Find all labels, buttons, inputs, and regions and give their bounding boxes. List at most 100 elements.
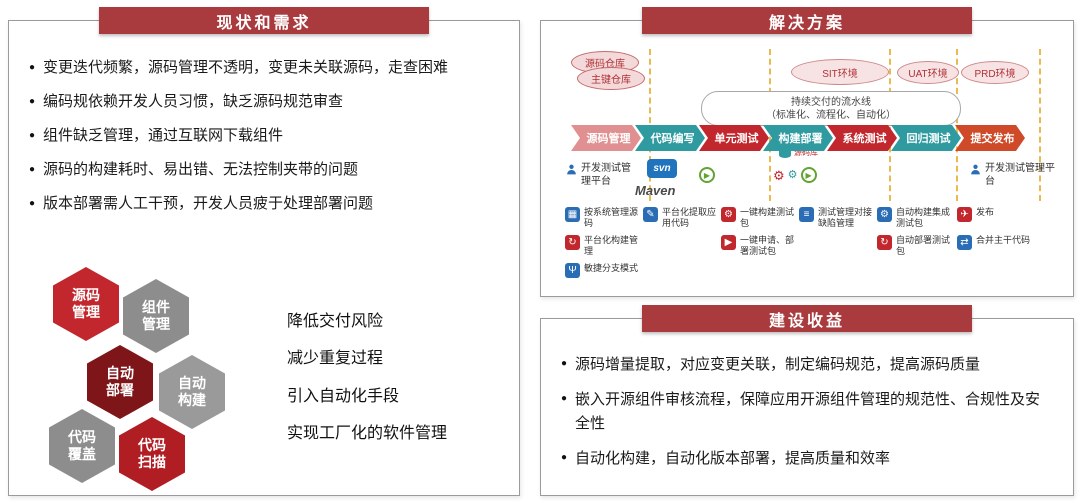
feature-platform-build-management: ↻ 平台化构建管理	[565, 235, 643, 258]
feature-auto-deploy-test-pkg: ↻ 自动部署测试包	[877, 235, 955, 258]
feature-label: 测试管理对接缺陷管理	[818, 207, 873, 229]
module-icon: ≡	[799, 207, 814, 222]
dev-test-platform-right: 开发测试管理平台	[969, 163, 1055, 188]
feature-label: 一键申请、部署测试包	[740, 235, 795, 257]
feature-label: 自动部署测试包	[896, 235, 951, 257]
play-icon: ▶	[699, 167, 715, 183]
list-item: ● 嵌入开源组件审核流程，保障应用开源组件管理的规范性、合规性及安全性	[561, 388, 1055, 435]
feature-label: 发布	[976, 207, 995, 217]
feature-test-defect-management: ≡ 测试管理对接缺陷管理	[799, 207, 877, 230]
module-icon: ↻	[877, 235, 892, 250]
module-icon: ▦	[565, 207, 580, 222]
svn-logo: svn	[647, 159, 677, 178]
goals-list: 降低交付风险 减少重复过程 引入自动化手段 实现工厂化的软件管理	[287, 311, 447, 461]
hexagon-component-management: 组件管理	[123, 279, 189, 353]
goal-text: 实现工厂化的软件管理	[287, 425, 448, 443]
goal-text: 减少重复过程	[287, 350, 384, 368]
prd-env-oval: PRD环境	[961, 61, 1029, 84]
status-needs-title: 现状和需求	[99, 7, 429, 34]
sit-env-oval: SIT环境	[791, 59, 889, 85]
stage-label: 代码编写	[650, 133, 695, 145]
bullet-text: 自动化构建，自动化版本部署，提高质量和效率	[575, 449, 891, 467]
feature-label: 合并主干代码	[976, 235, 1031, 245]
banner-line1: 持续交付的流水线	[791, 96, 871, 108]
list-item: ● 编码规依赖开发人员习惯，缺乏源码规范审查	[29, 91, 505, 112]
stage-coding: 代码编写	[635, 125, 705, 151]
module-icon: ✎	[643, 207, 658, 222]
module-icon: Ψ	[565, 263, 580, 278]
feature-label: 平台化提取应用代码	[662, 207, 717, 229]
solution-panel: 解决方案 源码仓库 主键仓库 SIT环境 UAT环境 PRD环境 持续交付的流水…	[540, 7, 1074, 297]
stage-regression-test: 回归测试	[891, 125, 961, 151]
hexagon-label: 自动部署	[106, 364, 134, 399]
bullet-icon: ●	[29, 164, 36, 175]
bullet-icon: ●	[29, 62, 36, 73]
list-item: ● 源码增量提取，对应变更关联，制定编码规范，提高源码质量	[561, 353, 1055, 376]
stage-label: 构建部署	[778, 133, 823, 145]
hexagon-label: 自动构建	[178, 374, 206, 409]
hexagon-label: 代码扫描	[138, 436, 166, 471]
goal-text: 引入自动化手段	[287, 387, 400, 405]
feature-label: 自动构建集成测试包	[896, 207, 951, 229]
status-needs-panel: 现状和需求 ● 变更迭代频繁，源码管理不透明，变更未关联源码，走查困难 ● 编码…	[8, 7, 520, 496]
bullet-icon: ●	[561, 393, 568, 405]
hexagon-label: 组件管理	[142, 298, 170, 333]
list-item: ● 变更迭代频繁，源码管理不透明，变更未关联源码，走查困难	[29, 57, 505, 78]
trunk-repo-oval: 主键仓库	[577, 67, 645, 90]
stage-separator-line	[1039, 49, 1041, 201]
gear-icon: ⚙	[787, 168, 798, 181]
module-icon: ⇄	[957, 235, 972, 250]
uat-env-oval: UAT环境	[897, 61, 959, 84]
stage-source-management: 源码管理	[571, 125, 641, 151]
bullet-text: 版本部署需人工干预，开发人员疲于处理部署问题	[43, 195, 374, 212]
list-item: ● 版本部署需人工干预，开发人员疲于处理部署问题	[29, 193, 505, 214]
bullet-text: 组件缺乏管理，通过互联网下载组件	[43, 127, 284, 144]
person-icon	[971, 164, 980, 175]
hexagon-code-coverage: 代码覆盖	[49, 409, 115, 483]
source-lib-label: 源码库	[794, 148, 818, 157]
database-icon	[779, 147, 791, 158]
feature-label: 按系统管理源码	[584, 207, 639, 229]
solution-title: 解决方案	[642, 7, 972, 34]
stage-build-deploy: 构建部署	[763, 125, 833, 151]
maven-logo: Maven	[635, 183, 676, 198]
bullet-icon: ●	[561, 451, 568, 463]
bullet-text: 嵌入开源组件审核流程，保障应用开源组件管理的规范性、合规性及安全性	[575, 391, 1041, 432]
capability-hexagon-cluster: 源码管理 组件管理 自动部署 自动构建 代码覆盖 代码扫描	[47, 263, 277, 495]
gear-icon: ⚙	[773, 167, 785, 183]
stage-label: 单元测试	[714, 133, 759, 145]
play-icon: ▶	[800, 167, 817, 183]
feature-one-click-build-test-pkg: ⚙ 一键构建测试包	[721, 207, 799, 230]
build-deploy-icons: ⚙ ⚙ ▶	[773, 167, 817, 183]
solution-diagram: 源码仓库 主键仓库 SIT环境 UAT环境 PRD环境 持续交付的流水线 （标准…	[541, 21, 1073, 296]
feature-auto-build-integration-pkg: ⚙ 自动构建集成测试包	[877, 207, 955, 230]
hexagon-code-scan: 代码扫描	[119, 417, 185, 491]
platform-label: 开发测试管理平台	[985, 163, 1055, 187]
feature-label: 平台化构建管理	[584, 235, 639, 257]
hexagon-auto-build: 自动构建	[159, 355, 225, 429]
source-lib-badge: 源码库	[779, 147, 818, 158]
bullet-icon: ●	[29, 96, 36, 107]
hexagon-label: 源码管理	[72, 286, 100, 321]
dev-test-platform-left: 开发测试管理平台	[565, 163, 637, 188]
feature-manage-source-by-system: ▦ 按系统管理源码	[565, 207, 643, 230]
stage-label: 提交发布	[970, 133, 1015, 145]
module-icon: ⚙	[877, 207, 892, 222]
module-icon: ⚙	[721, 207, 736, 222]
benefits-panel: 建设收益 ● 源码增量提取，对应变更关联，制定编码规范，提高源码质量 ● 嵌入开…	[540, 305, 1074, 496]
module-icon: ▶	[721, 235, 736, 250]
bullet-icon: ●	[29, 198, 36, 209]
hexagon-auto-deploy: 自动部署	[87, 345, 153, 419]
hexagon-source-management: 源码管理	[53, 267, 119, 341]
feature-merge-trunk-code: ⇄ 合并主干代码	[957, 235, 1035, 250]
feature-one-click-deploy-test-pkg: ▶ 一键申请、部署测试包	[721, 235, 799, 258]
feature-release: ✈ 发布	[957, 207, 1035, 222]
person-icon	[567, 164, 576, 175]
bullet-text: 编码规依赖开发人员习惯，缺乏源码规范审查	[43, 93, 344, 110]
stage-label: 回归测试	[906, 133, 951, 145]
feature-platform-extract-code: ✎ 平台化提取应用代码	[643, 207, 721, 230]
list-item: ● 自动化构建，自动化版本部署，提高质量和效率	[561, 447, 1055, 470]
benefits-list: ● 源码增量提取，对应变更关联，制定编码规范，提高源码质量 ● 嵌入开源组件审核…	[561, 353, 1055, 482]
bullet-text: 源码增量提取，对应变更关联，制定编码规范，提高源码质量	[575, 356, 981, 373]
list-item: ● 源码的构建耗时、易出错、无法控制夹带的问题	[29, 159, 505, 180]
